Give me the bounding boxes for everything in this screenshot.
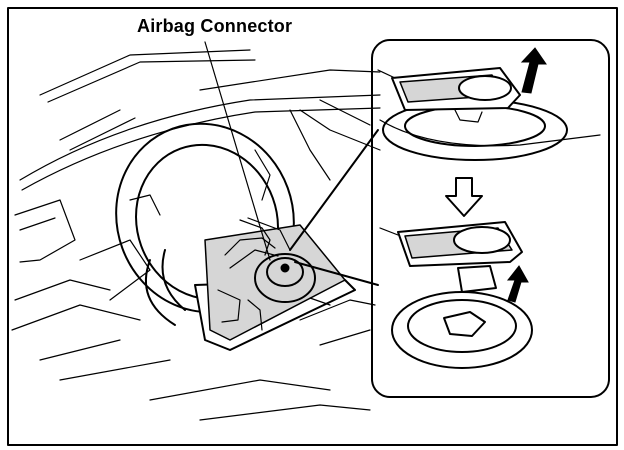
- up-arrow-icon: [506, 265, 529, 303]
- detail-inset: [371, 39, 610, 398]
- inset-lower-view: [379, 221, 533, 369]
- leader-line-label: [204, 41, 271, 261]
- leader-line-inset-top: [289, 129, 379, 251]
- outer-frame: [7, 7, 618, 446]
- up-arrow-icon: [520, 47, 547, 94]
- leader-line-inset-bottom: [294, 261, 379, 286]
- inset-upper-view: [377, 67, 601, 161]
- airbag-connector-label: Airbag Connector: [137, 16, 293, 36]
- down-arrow-icon: [445, 177, 483, 217]
- steering-hub: [194, 217, 356, 351]
- dashboard-lines: [11, 49, 381, 421]
